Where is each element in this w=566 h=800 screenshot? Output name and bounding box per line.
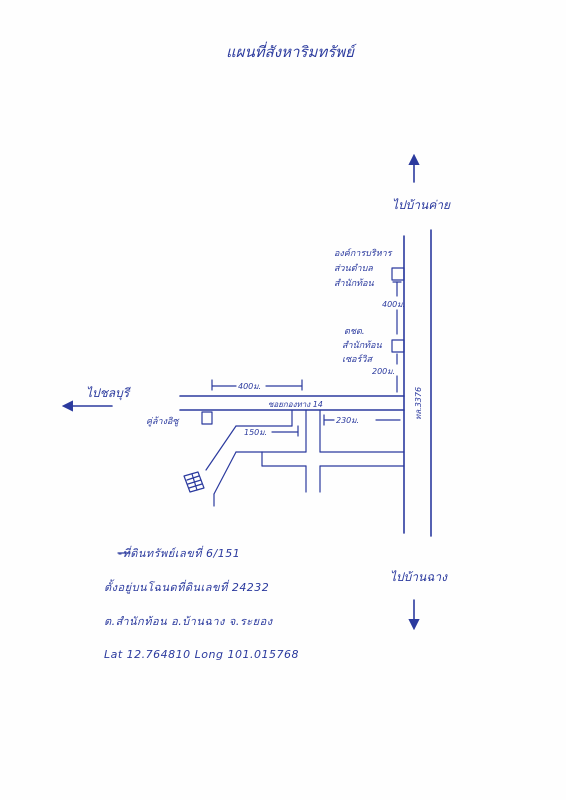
branch-road-i bbox=[213, 451, 237, 495]
distance-150-label: 150ม. bbox=[244, 428, 268, 437]
highway-label: ทล.3376 bbox=[414, 386, 423, 420]
sao-office-label-line3: สำนักท้อน bbox=[334, 279, 374, 289]
distance-230-marker bbox=[323, 414, 401, 426]
distance-150-marker bbox=[271, 425, 299, 437]
address-note: ต.สำนักท้อน อ.บ้านฉาง จ.ระยอง bbox=[104, 615, 273, 628]
property-number-note: -ที่ดินทรัพย์เลขที่ 6/151 bbox=[118, 547, 241, 560]
direction-north-label: ไปบ้านค่าย bbox=[392, 198, 451, 212]
title-deed-note: ตั้งอยู่บนโฉนดที่ดินเลขที่ 24232 bbox=[104, 581, 270, 594]
sao-office-label-line2: ส่วนตำบล bbox=[334, 264, 373, 274]
distance-200-label: 200ม. bbox=[372, 367, 396, 376]
direction-west-label: ไปชลบุรี bbox=[86, 386, 130, 400]
police-label-line3: เซอร์วิส bbox=[342, 355, 372, 365]
car-wash-label: คู่ล้างอิซู bbox=[146, 417, 179, 427]
distance-400-horizontal-marker bbox=[211, 379, 303, 391]
branch-road-g bbox=[205, 425, 237, 471]
sao-office-building-icon bbox=[391, 267, 405, 281]
distance-400-vertical-label: 400ม. bbox=[382, 300, 406, 309]
distance-400-vertical-marker bbox=[392, 281, 402, 335]
property-plot-icon bbox=[183, 471, 205, 493]
distance-400-horizontal-label: 400ม. bbox=[238, 382, 262, 391]
soi-road-label: ซอยกองทาง 14 bbox=[268, 400, 323, 409]
map-title: แผนที่สังหาริมทรัพย์ bbox=[226, 43, 354, 61]
car-wash-building-icon bbox=[201, 411, 213, 425]
sao-office-label-line1: องค์การบริหาร bbox=[334, 249, 392, 259]
direction-south-label: ไปบ้านฉาง bbox=[390, 570, 447, 584]
police-building-icon bbox=[391, 339, 405, 353]
police-label-line1: ตชด. bbox=[344, 327, 365, 337]
police-label-line2: สำนักท้อน bbox=[342, 341, 382, 351]
coordinates-note: Lat 12.764810 Long 101.015768 bbox=[104, 648, 299, 661]
distance-230-label: 230ม. bbox=[336, 416, 360, 425]
